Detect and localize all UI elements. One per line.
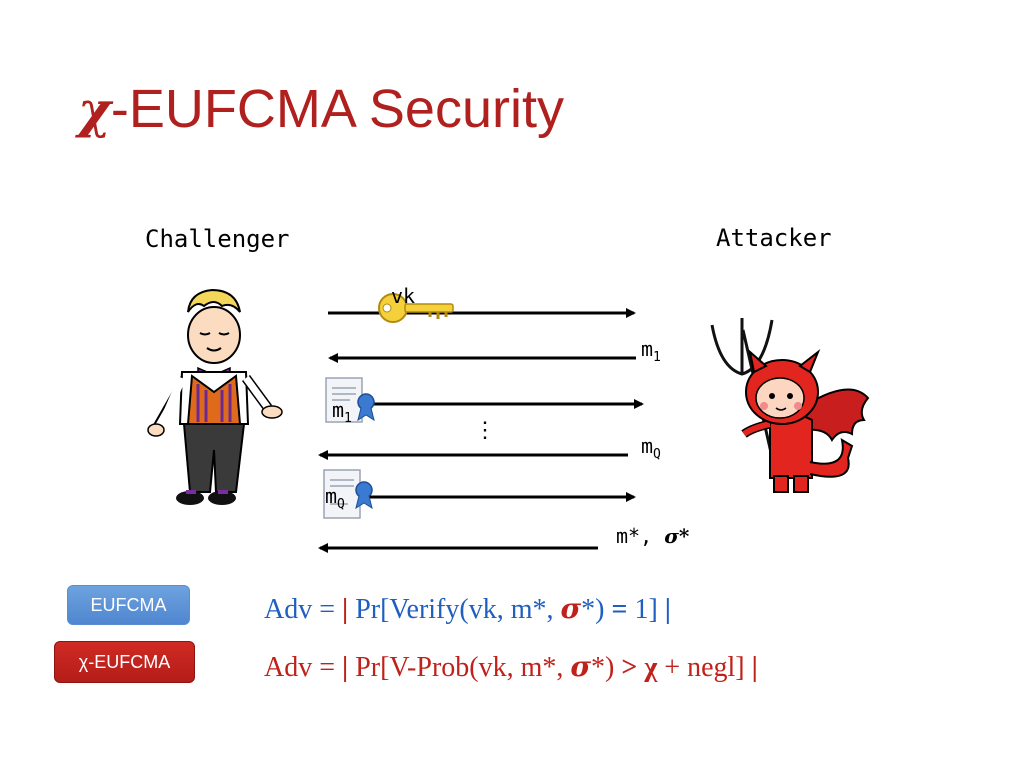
abs-bar-close: | <box>664 594 671 625</box>
formula-adv: Adv = <box>264 594 343 625</box>
eufcma-formula: Adv = | Pr[Verify(vk, m*, σ*) = 1] | <box>264 592 671 626</box>
eufcma-badge: EUFCMA <box>67 585 190 625</box>
chi-eufcma-badge: χ-EUFCMA <box>54 641 195 683</box>
m1-sig-sub: 1 <box>344 411 352 426</box>
challenger-figure <box>147 288 283 505</box>
formula-adv: Adv = <box>264 652 343 683</box>
mq-signature-label: mQ <box>325 484 345 512</box>
attacker-figure <box>710 318 870 493</box>
formula-tail: + negl] <box>657 652 752 683</box>
forgery-label: m*, σ* <box>616 524 689 548</box>
mq-query-sub: Q <box>653 447 661 462</box>
formula-sigma: σ <box>570 650 592 683</box>
m1-query-m: m <box>641 337 654 361</box>
formula-eq: = <box>611 594 628 625</box>
challenger-label: Challenger <box>145 225 290 253</box>
mq-sig-m: m <box>325 484 338 508</box>
formula-star: *) <box>591 652 622 683</box>
forgery-sigma: σ* <box>664 524 690 548</box>
abs-bar-close: | <box>751 652 758 683</box>
formula-prob: Pr[V-Prob(vk, m*, <box>348 652 571 683</box>
title-text: -EUFCMA Security <box>110 79 564 139</box>
m1-signature-label: m1 <box>332 398 352 426</box>
chi-eufcma-formula: Adv = | Pr[V-Prob(vk, m*, σ*) > χ + negl… <box>264 650 758 684</box>
formula-prob: Pr[Verify(vk, m*, <box>348 594 561 625</box>
vk-label: vk <box>391 284 416 308</box>
abs-bar-open: | <box>342 594 349 625</box>
forgery-m: m* <box>616 524 641 548</box>
key-icon <box>378 293 454 323</box>
mq-query-label: mQ <box>641 434 661 462</box>
forgery-sep: , <box>640 524 653 548</box>
chi-symbol: χ <box>78 80 111 139</box>
m1-query-sub: 1 <box>653 350 661 365</box>
formula-gt: > <box>621 652 638 683</box>
formula-tail: 1] <box>627 594 665 625</box>
formula-chi: χ <box>637 652 658 683</box>
mq-sig-sub: Q <box>337 497 345 512</box>
ellipsis: ⋮ <box>474 418 496 443</box>
slide-title: χ-EUFCMA Security <box>78 78 564 140</box>
attacker-label: Attacker <box>716 224 832 252</box>
m1-query-label: m1 <box>641 337 661 365</box>
m1-sig-m: m <box>332 398 345 422</box>
abs-bar-open: | <box>342 652 349 683</box>
formula-star: *) <box>581 594 612 625</box>
mq-query-m: m <box>641 434 654 458</box>
certificate-icon <box>325 377 375 423</box>
certificate-icon <box>323 469 373 519</box>
formula-sigma: σ <box>560 592 582 625</box>
